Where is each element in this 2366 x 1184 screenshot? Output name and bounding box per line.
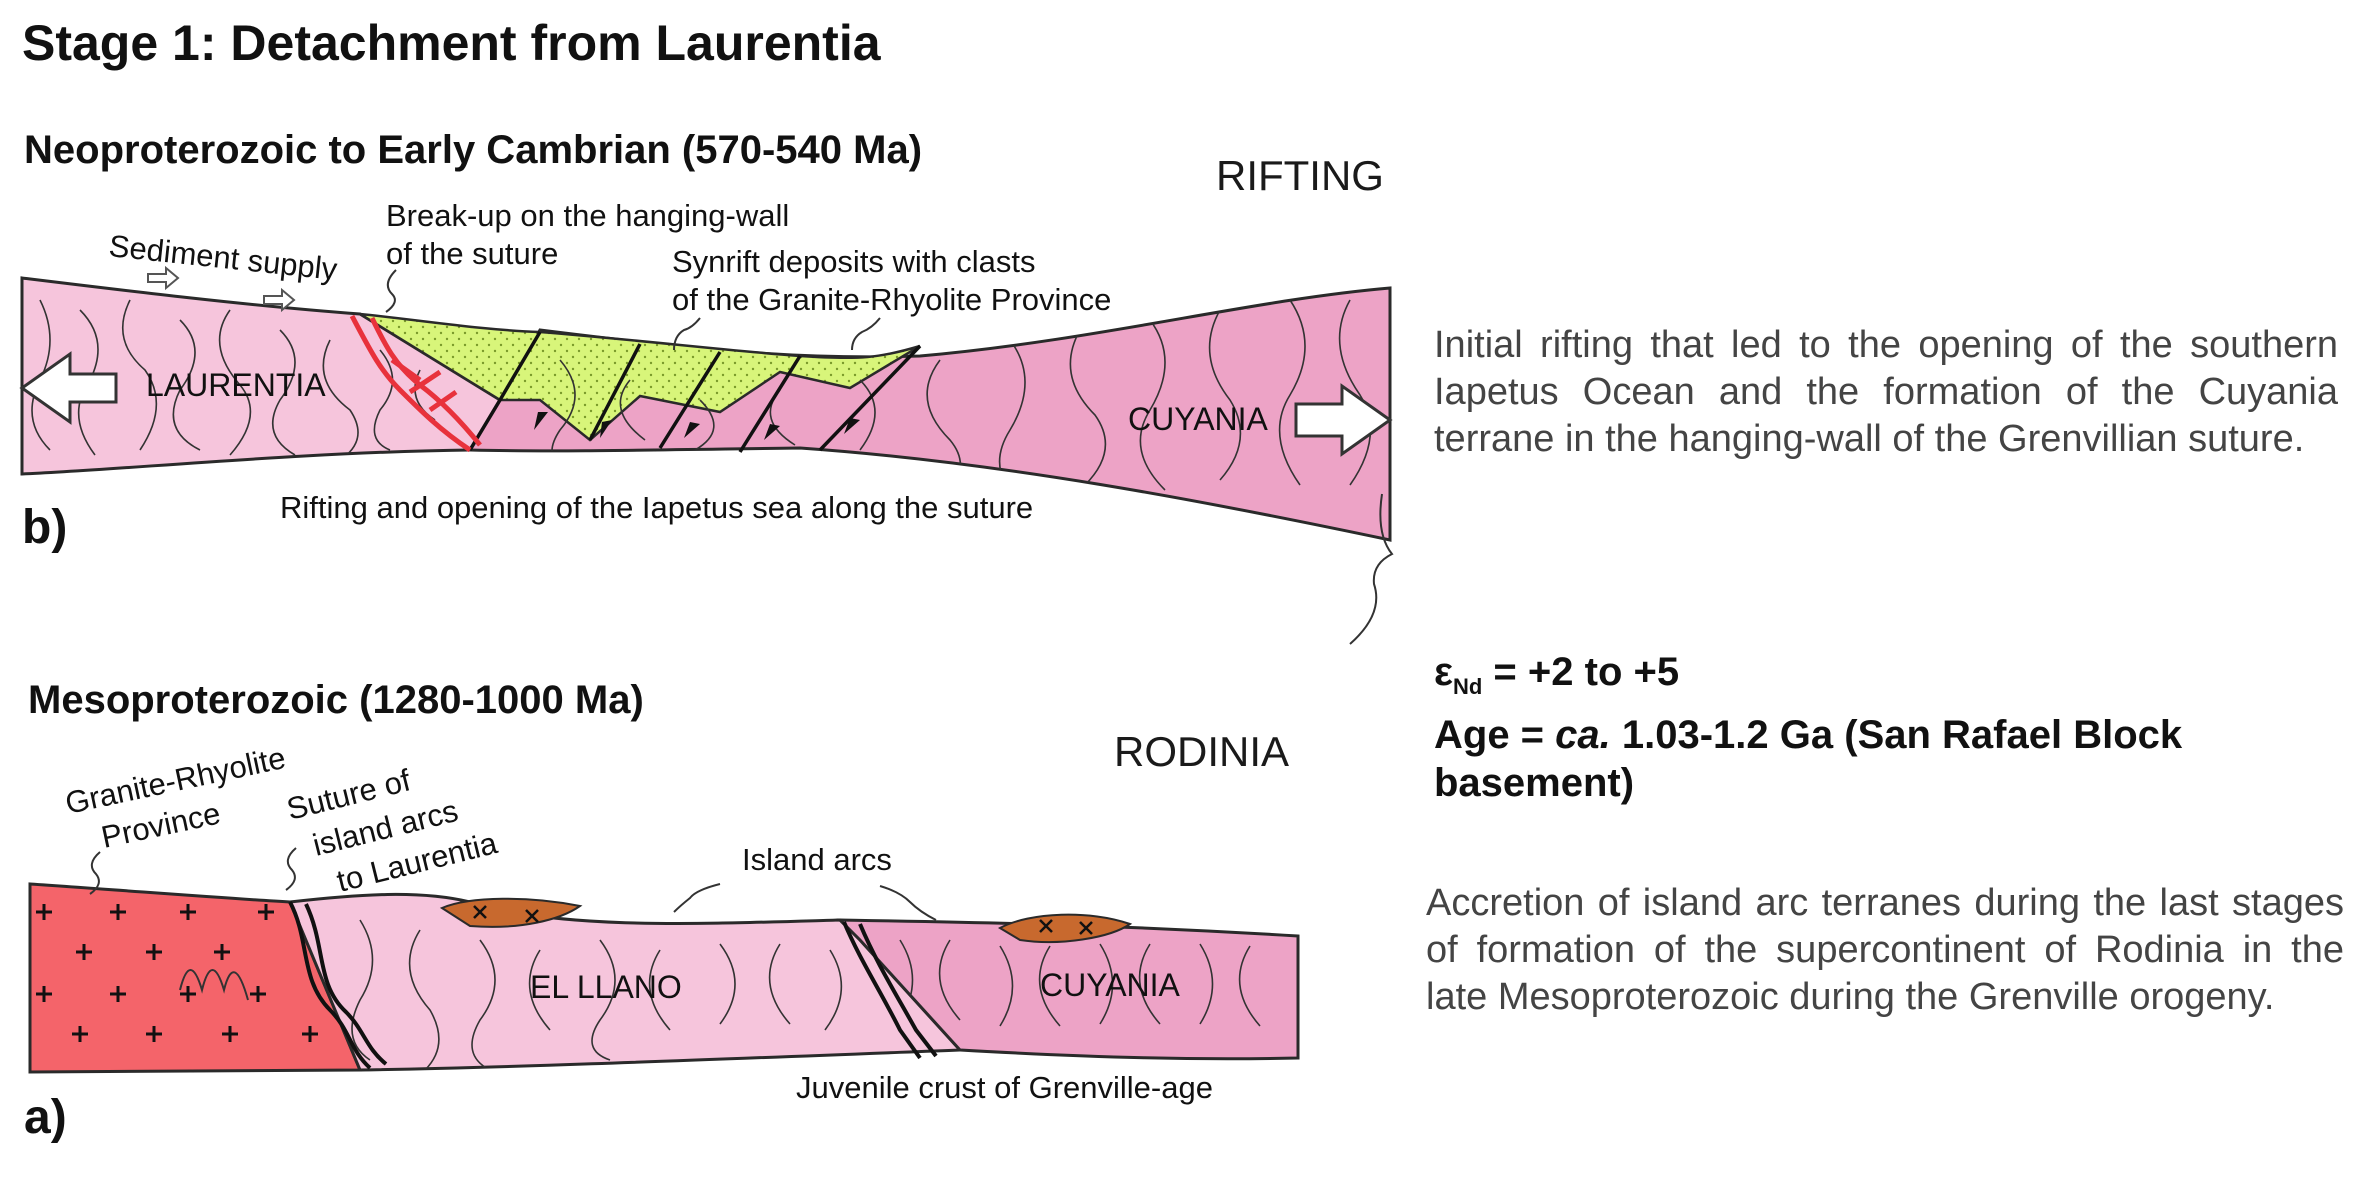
cuyania-block-a — [836, 918, 1300, 1061]
fault-arrows — [534, 412, 860, 440]
synrift-deposits — [359, 312, 921, 442]
panel-b-stage-label: RIFTING — [1216, 152, 1384, 199]
panel-a-letter: a) — [24, 1091, 67, 1144]
age-ca: ca. — [1555, 713, 1611, 757]
el-llano-texture — [351, 919, 843, 1070]
cuyania-label-a: CUYANIA — [1040, 967, 1181, 1003]
isotope-note: εNd = +2 to +5 Age = ca. 1.03-1.2 Ga (Sa… — [1434, 648, 2334, 807]
left-rift-arrow — [19, 351, 118, 425]
panel-b-leaders — [385, 269, 1394, 645]
panel-a-section: Granite-Rhyolite Province Suture of isla… — [28, 740, 1300, 1105]
panel-a-sutures — [288, 901, 938, 1070]
red-suture-faults — [349, 314, 482, 453]
breakup-label-line1: Break-up on the hanging-wall — [386, 198, 789, 233]
island-arcs-label: Island arcs — [742, 842, 892, 877]
panel-b-description: Initial rifting that led to the opening … — [1434, 324, 2338, 460]
panel-b-section: Sediment supply Break-up on the hanging-… — [19, 198, 1394, 645]
epsilon-subscript: Nd — [1452, 674, 1483, 699]
cuyania-label-b: CUYANIA — [1128, 401, 1269, 437]
page-title: Stage 1: Detachment from Laurentia — [22, 15, 881, 71]
panel-a-subtitle: Mesoproterozoic (1280-1000 Ma) — [28, 678, 644, 722]
sediment-supply-label: Sediment supply — [107, 228, 339, 287]
laurentia-texture — [31, 299, 436, 461]
cuyania-a-texture — [899, 939, 1261, 1027]
rifting-caption: Rifting and opening of the Iapetus sea a… — [280, 490, 1033, 525]
panel-b-subtitle: Neoproterozoic to Early Cambrian (570-54… — [24, 128, 923, 172]
el-llano-label: EL LLANO — [530, 969, 682, 1005]
epsilon-nd-line: εNd = +2 to +5 — [1434, 648, 2334, 711]
el-llano-block — [287, 892, 964, 1072]
panel-b-letter: b) — [22, 501, 68, 554]
island-arc-left — [439, 897, 583, 928]
age-value: 1.03-1.2 Ga (San Rafael Block basement) — [1434, 713, 2183, 805]
panel-a-description: Accretion of island arc terranes during … — [1426, 882, 2344, 1018]
juvenile-crust-label: Juvenile crust of Grenville-age — [796, 1070, 1213, 1105]
age-prefix: Age = — [1434, 713, 1556, 757]
panel-a-leaders — [89, 847, 937, 921]
sediment-supply-arrows — [147, 265, 296, 313]
granite-plus-pattern — [36, 904, 318, 1042]
laurentia-label: LAURENTIA — [146, 367, 326, 403]
normal-faults — [468, 331, 922, 453]
age-line: Age = ca. 1.03-1.2 Ga (San Rafael Block … — [1434, 711, 2334, 807]
breakup-label-line2: of the suture — [386, 236, 558, 271]
arc-x-marks — [473, 905, 1093, 935]
right-rift-arrow — [1294, 383, 1393, 457]
granite-squiggle — [179, 969, 249, 1001]
epsilon-symbol: ε — [1434, 650, 1453, 694]
island-arc-right — [997, 913, 1133, 943]
synrift-label-line1: Synrift deposits with clasts — [672, 244, 1036, 279]
panel-a-stage-label: RODINIA — [1114, 728, 1290, 775]
epsilon-value: = +2 to +5 — [1482, 650, 1680, 694]
synrift-label-line2: of the Granite-Rhyolite Province — [672, 282, 1111, 317]
